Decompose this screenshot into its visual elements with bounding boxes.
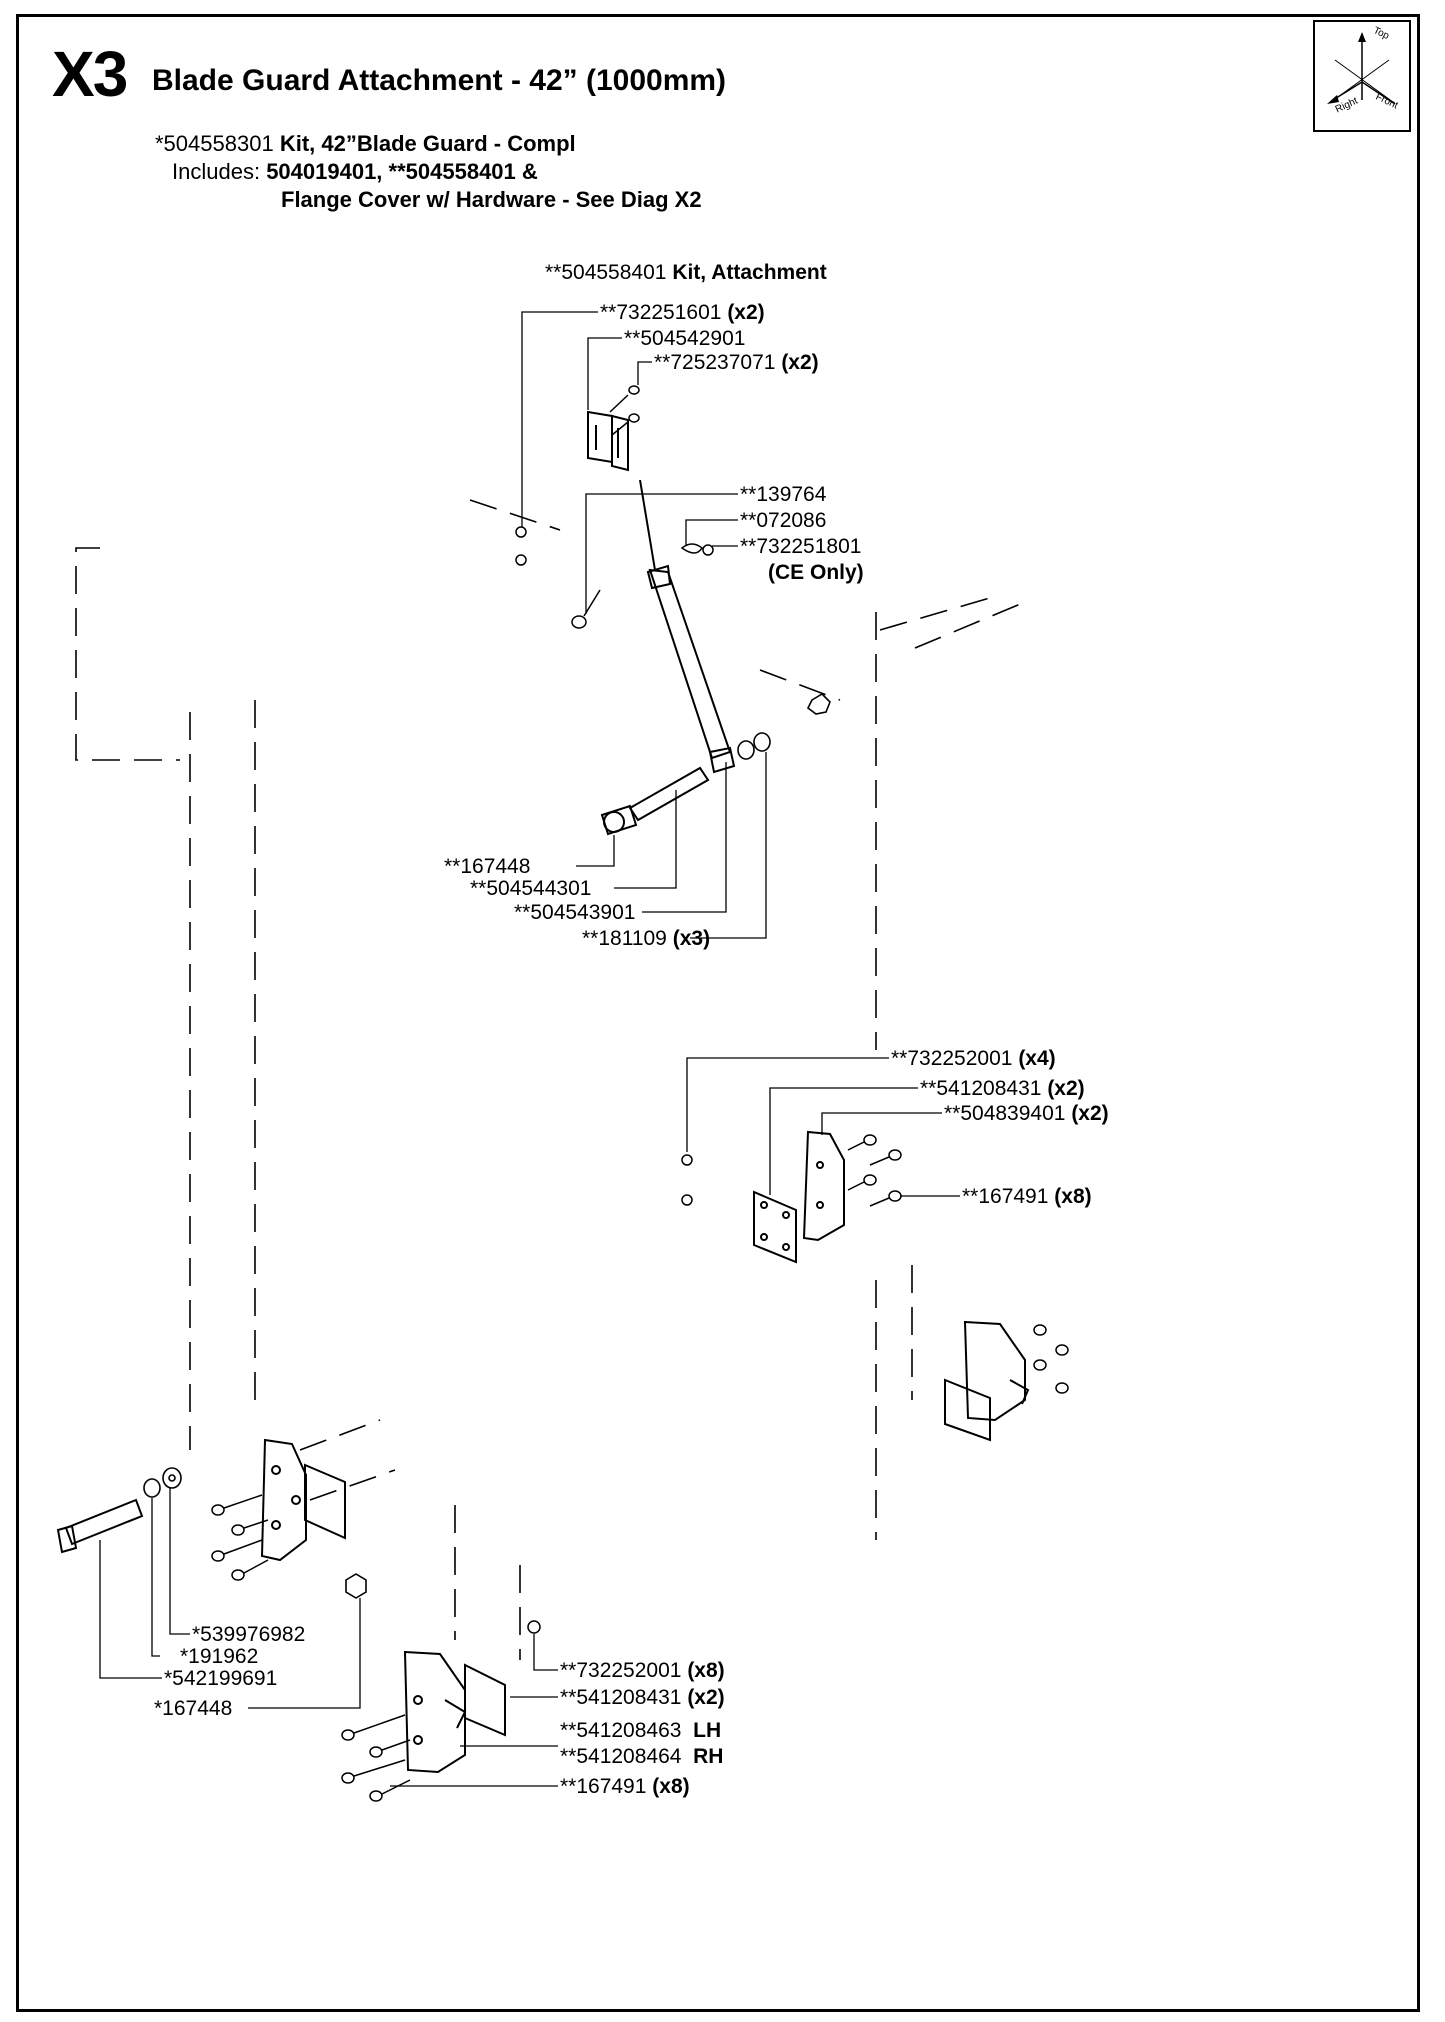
compass-arrows-icon: [1327, 32, 1396, 105]
carriage-bolt-icon: [571, 589, 601, 629]
kit-info: *504558301 Kit, 42”Blade Guard - Compl I…: [155, 130, 702, 214]
mid-nuts-icon: [681, 1154, 693, 1206]
callout-541208463: **541208463 LH: [560, 1719, 722, 1742]
kit-line-1: *504558301 Kit, 42”Blade Guard - Compl: [155, 130, 702, 158]
bottom-bolts-icon: [341, 1714, 411, 1802]
callout-167448-lower: *167448: [154, 1697, 233, 1720]
diagram-title: Blade Guard Attachment - 42” (1000mm): [152, 64, 727, 97]
callout-ce-only: (CE Only): [768, 561, 864, 584]
lower-right-bolts-icon: [1033, 1324, 1069, 1394]
callout-191962: *191962: [180, 1645, 259, 1668]
callout-732251801: **732251801: [740, 535, 862, 558]
flange-nuts-icon: [515, 526, 527, 566]
callout-732251601: **732251601 (x2): [600, 301, 765, 324]
callout-kit-attachment: **504558401 Kit, Attachment: [545, 261, 827, 284]
callout-541208431-lower: **541208431 (x2): [560, 1686, 725, 1709]
page-border: [16, 14, 1420, 2012]
callout-504543901: **504543901: [514, 901, 636, 924]
callout-541208431-upper: **541208431 (x2): [920, 1077, 1085, 1100]
callout-542199691: *542199691: [164, 1667, 278, 1690]
lower-right-bracket: [944, 1320, 1030, 1442]
lower-left-bracket: [260, 1438, 346, 1562]
callout-167491-lower: **167491 (x8): [560, 1775, 690, 1798]
lower-left-bolts-icon: [211, 1494, 269, 1581]
lower-nut-icon: [345, 1573, 367, 1599]
leader-lines: [99, 311, 960, 1787]
lower-washers-icon: [143, 1467, 182, 1498]
callout-539976982: *539976982: [192, 1623, 306, 1646]
orientation-compass: Top Right Front: [1313, 20, 1411, 132]
support-arm: [639, 479, 736, 774]
bottom-bracket: [403, 1650, 506, 1774]
long-bolt: [56, 1498, 144, 1554]
callout-732252001-x8: **732252001 (x8): [560, 1659, 725, 1682]
kit-line-2: Includes: 504019401, **504558401 &: [155, 158, 702, 186]
kit-name: Kit, 42”Blade Guard - Compl: [279, 131, 576, 156]
callout-072086: **072086: [740, 509, 827, 532]
mid-bracket-assembly: [753, 1130, 845, 1264]
washers-icon: [737, 692, 831, 760]
top-bolts-icon: [609, 385, 640, 436]
callout-167491-upper: **167491 (x8): [962, 1185, 1092, 1208]
kit-number: *504558301: [155, 131, 274, 156]
callout-504542901: **504542901: [624, 327, 746, 350]
mid-bolts-icon: [847, 1134, 902, 1207]
includes-parts: 504019401, **504558401 &: [266, 159, 538, 184]
callout-167448-upper: **167448: [444, 855, 531, 878]
callout-181109: **181109 (x3): [582, 927, 711, 950]
includes-line3: Flange Cover w/ Hardware - See Diag X2: [281, 187, 702, 212]
callout-541208464: **541208464 RH: [560, 1745, 724, 1768]
includes-label: Includes:: [172, 159, 261, 184]
callout-504544301: **504544301: [470, 877, 592, 900]
diagram-code: X3: [52, 38, 128, 110]
spacer-tube: [600, 766, 710, 836]
guard-frame-lines: [75, 499, 1031, 1660]
bottom-nut-icon: [527, 1620, 541, 1634]
callout-732252001-x4: **732252001 (x4): [891, 1047, 1056, 1070]
top-bracket: [587, 410, 629, 472]
kit-line-3: Flange Cover w/ Hardware - See Diag X2: [155, 186, 702, 214]
callout-504839401: **504839401 (x2): [944, 1102, 1109, 1125]
callout-139764: **139764: [740, 483, 827, 506]
callout-725237071: **725237071 (x2): [654, 351, 819, 374]
clip-icon: [680, 543, 714, 556]
